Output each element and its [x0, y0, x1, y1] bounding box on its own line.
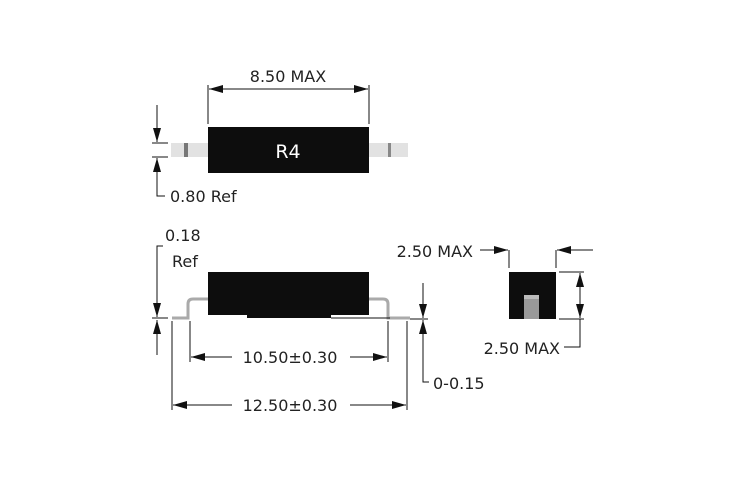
end-view: 2.50 MAX 2.50 MAX — [397, 242, 593, 358]
body-marking: R4 — [275, 141, 300, 163]
standoff-dimension: 0-0.15 — [433, 374, 485, 393]
lead-thickness-dimension: 0.80 Ref — [170, 187, 237, 206]
overall-length-dimension: 12.50±0.30 — [243, 396, 338, 415]
width-dimension: 2.50 MAX — [397, 242, 473, 261]
lead-end — [524, 295, 539, 319]
right-lead-bend — [368, 297, 410, 320]
left-lead — [171, 143, 209, 157]
inner-length-dimension: 10.50±0.30 — [243, 348, 338, 367]
lead-thickness-dimension-line1: 0.18 — [165, 226, 201, 245]
component-body-side — [208, 272, 369, 315]
lead-thickness-dimension-line2: Ref — [172, 252, 198, 271]
top-view: R4 8.50 MAX 0.80 Ref — [152, 67, 408, 206]
side-view: 0.18 Ref 10.50±0.30 12.50±0.30 0-0.15 — [152, 226, 485, 415]
left-lead-bend — [172, 297, 209, 320]
component-body — [208, 127, 369, 173]
length-dimension: 8.50 MAX — [250, 67, 326, 86]
height-dimension: 2.50 MAX — [484, 339, 560, 358]
